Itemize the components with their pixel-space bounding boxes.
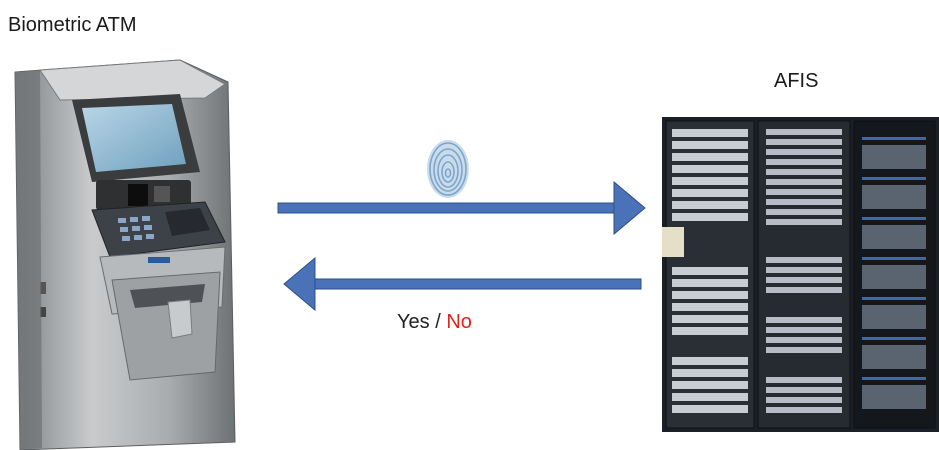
response-text: Yes / No xyxy=(397,311,472,334)
response-arrow xyxy=(284,258,641,310)
request-arrow xyxy=(278,182,645,234)
no-text: No xyxy=(446,311,472,333)
yes-text: Yes xyxy=(397,311,430,333)
separator-text: / xyxy=(430,311,447,333)
